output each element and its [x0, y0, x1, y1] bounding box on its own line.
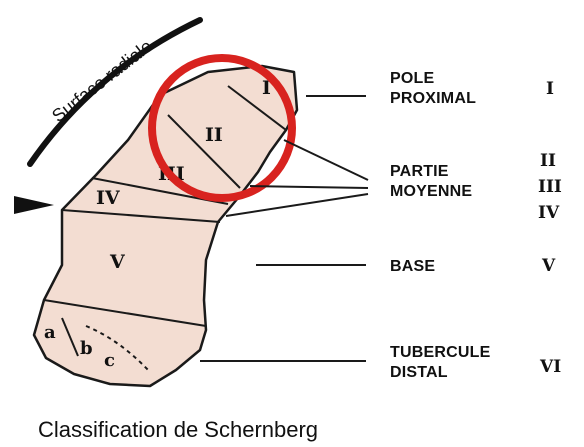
- caption: Classification de Schernberg: [38, 417, 318, 442]
- sub-label-b: b: [80, 338, 93, 359]
- region-tubercule-line2: DISTAL: [390, 364, 448, 381]
- zone-label-ii: II: [205, 124, 223, 146]
- grade-v: V: [541, 256, 556, 276]
- region-tubercule-line1: TUBERCULE: [390, 344, 491, 361]
- zone-label-iv: IV: [96, 187, 121, 209]
- pointer-arrowhead: [14, 196, 54, 214]
- region-pole-proximal-line1: POLE: [390, 70, 434, 87]
- region-partie-moyenne-line2: MOYENNE: [390, 183, 472, 200]
- region-base: BASE: [390, 258, 435, 275]
- grade-iv: IV: [538, 203, 560, 223]
- leader-moyenne-2: [250, 186, 368, 188]
- leader-moyenne-1: [284, 140, 368, 180]
- region-partie-moyenne-line1: PARTIE: [390, 163, 449, 180]
- grade-i: I: [546, 79, 554, 99]
- sub-label-a: a: [44, 322, 56, 343]
- region-pole-proximal-line2: PROXIMAL: [390, 90, 476, 107]
- grade-ii: II: [540, 151, 556, 171]
- surface-radiale-label: Surface radiale: [48, 36, 156, 126]
- grade-vi: VI: [539, 357, 561, 377]
- grade-iii: III: [538, 177, 562, 197]
- zone-label-v: V: [109, 251, 126, 273]
- sub-label-c: c: [104, 350, 115, 371]
